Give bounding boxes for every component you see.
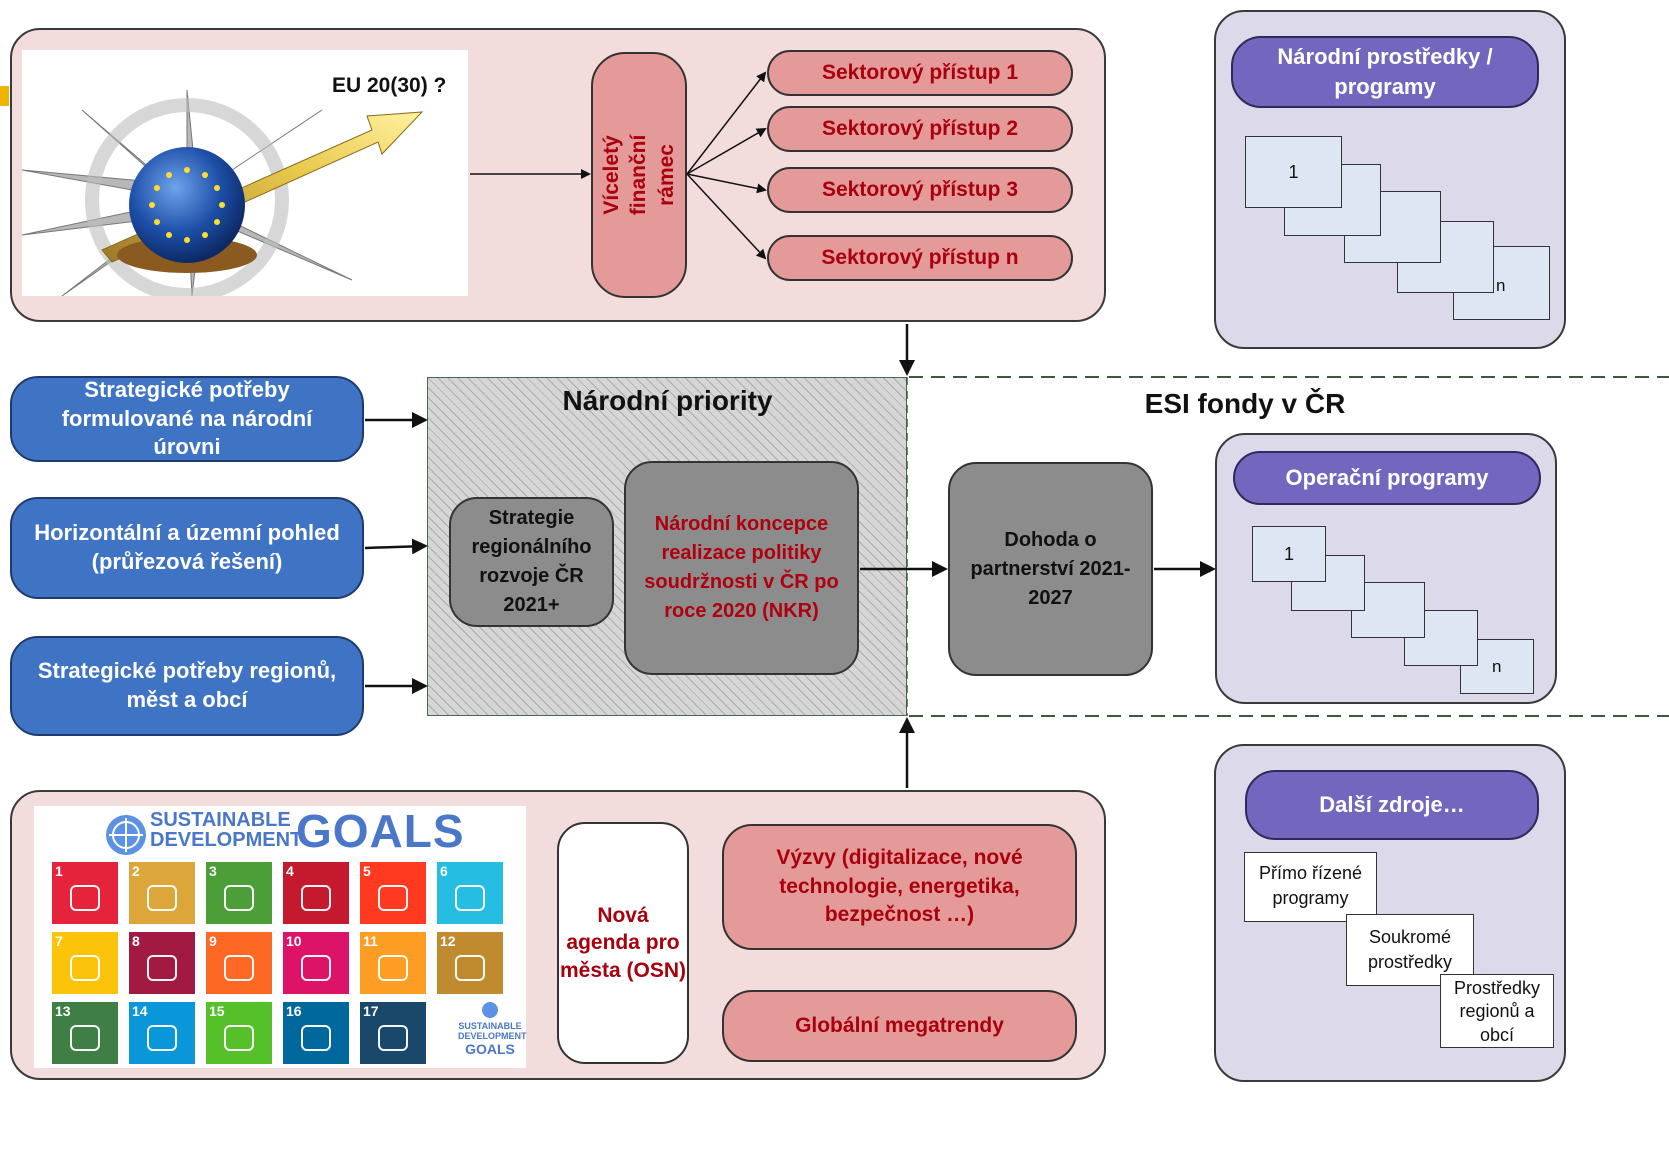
sdg-tile-8: 8 xyxy=(129,932,195,994)
sector-approach-2: Sektorový přístup 2 xyxy=(767,106,1073,152)
sdg-tile-number: 11 xyxy=(363,933,378,949)
sdg-title-line2: DEVELOPMENT xyxy=(150,829,303,851)
regional-development-strategy: Strategie regionálního rozvoje ČR 2021+ xyxy=(449,497,614,627)
sdg-title-line1: SUSTAINABLE xyxy=(150,809,291,831)
global-megatrends: Globální megatrendy xyxy=(722,990,1077,1062)
sdg-title-goals: GOALS xyxy=(296,805,465,857)
sdg-tile-number: 5 xyxy=(363,863,371,879)
national-cohesion-concept: Národní koncepce realizace politiky soud… xyxy=(624,461,859,675)
sdg-logo-tile: SUSTAINABLE DEVELOPMENT GOALS xyxy=(458,1001,527,1065)
sdg-tile-number: 17 xyxy=(363,1003,379,1019)
op-card-number-last: n xyxy=(1492,657,1502,676)
card-number: 1 xyxy=(1288,161,1299,182)
sdg-tile-12: 12 xyxy=(437,932,503,994)
partnership-agreement: Dohoda o partnerství 2021-2027 xyxy=(948,462,1153,676)
sdg-tile-icon xyxy=(301,954,331,981)
new-urban-agenda-label: Nová agenda pro města (OSN) xyxy=(559,904,687,982)
sdg-tile-icon xyxy=(455,884,485,911)
un-small-icon xyxy=(482,1002,498,1018)
sdg-tile-1: 1 xyxy=(52,862,118,924)
arrow-input-2 xyxy=(364,538,428,555)
mff-label: Víceletý finanční rámec xyxy=(600,134,678,216)
sdg-tile-number: 9 xyxy=(209,933,217,949)
other-sources-title: Další zdroje… xyxy=(1245,770,1539,840)
sdg-tile-number: 4 xyxy=(286,863,294,879)
sdg-tile-16: 16 xyxy=(283,1002,349,1064)
sdg-tile-4: 4 xyxy=(283,862,349,924)
sdg-tile-number: 15 xyxy=(209,1003,225,1019)
sdg-tile-icon xyxy=(224,954,254,981)
sdg-tile-icon xyxy=(147,954,177,981)
new-urban-agenda: Nová agenda pro města (OSN) xyxy=(557,822,689,1064)
sdg-tile-icon xyxy=(378,884,408,911)
sdg-tile-number: 16 xyxy=(286,1003,302,1019)
sdg-tile-icon xyxy=(378,954,408,981)
sdg-tile-icon xyxy=(147,1024,177,1051)
sdg-logo-line2: DEVELOPMENT xyxy=(458,1030,527,1041)
sdg-tile-number: 13 xyxy=(55,1003,71,1019)
sdg-tile-icon xyxy=(147,884,177,911)
sector-approach-1: Sektorový přístup 1 xyxy=(767,50,1073,96)
sdg-tile-7: 7 xyxy=(52,932,118,994)
sdg-tile-number: 14 xyxy=(132,1003,148,1019)
edge-marker xyxy=(0,86,9,106)
national-strategic-needs: Strategické potřeby formulované na národ… xyxy=(10,376,364,462)
horizontal-territorial-view: Horizontální a územní pohled (průřezová … xyxy=(10,497,364,599)
sdg-tile-15: 15 xyxy=(206,1002,272,1064)
sdg-logo-line3: GOALS xyxy=(465,1040,515,1057)
sdg-tile-icon xyxy=(378,1024,408,1051)
sdg-tile-icon xyxy=(455,954,485,981)
sdg-tile-11: 11 xyxy=(360,932,426,994)
sdg-tile-14: 14 xyxy=(129,1002,195,1064)
sdg-tile-13: 13 xyxy=(52,1002,118,1064)
sdg-tile-icon xyxy=(70,1024,100,1051)
national-program-card-first: 1 xyxy=(1245,136,1342,208)
sdg-tile-number: 1 xyxy=(55,863,63,879)
sdg-tile-number: 3 xyxy=(209,863,217,879)
sdg-tile-number: 12 xyxy=(440,933,456,949)
sdg-tile-number: 8 xyxy=(132,933,140,949)
sdg-tile-number: 6 xyxy=(440,863,448,879)
op-card xyxy=(1460,639,1534,694)
sector-approach-n: Sektorový přístup n xyxy=(767,235,1073,281)
card-number: 1 xyxy=(1283,543,1294,564)
sdg-tile-10: 10 xyxy=(283,932,349,994)
sdg-tile-number: 2 xyxy=(132,863,140,879)
sdg-tile-9: 9 xyxy=(206,932,272,994)
sdg-tile-number: 7 xyxy=(55,933,63,949)
sdg-tile-icon xyxy=(70,884,100,911)
directly-managed-programmes: Přímo řízené programy xyxy=(1244,852,1377,922)
esi-funds-title: ESI fondy v ČR xyxy=(1144,388,1346,419)
operational-programmes-title: Operační programy xyxy=(1233,451,1541,505)
sdg-tile-5: 5 xyxy=(360,862,426,924)
regional-municipal-funds: Prostředky regionů a obcí xyxy=(1440,974,1554,1048)
op-card-first: 1 xyxy=(1252,526,1326,582)
national-priorities-title: Národní priority xyxy=(562,385,773,416)
regional-strategic-needs: Strategické potřeby regionů, měst a obcí xyxy=(10,636,364,736)
un-emblem-icon xyxy=(106,815,146,855)
sector-approach-3: Sektorový přístup 3 xyxy=(767,167,1073,213)
compass-icon xyxy=(22,89,424,296)
sdg-tile-17: 17 xyxy=(360,1002,426,1064)
sdg-tile-icon xyxy=(301,884,331,911)
card-number-last: n xyxy=(1496,276,1506,295)
sdg-tile-2: 2 xyxy=(129,862,195,924)
eu-compass-image: EU 20(30) ? xyxy=(22,50,468,296)
multiannual-financial-framework: Víceletý finanční rámec xyxy=(591,52,687,298)
sdg-tile-6: 6 xyxy=(437,862,503,924)
sdg-tile-icon xyxy=(224,1024,254,1051)
sdg-logo-line1: SUSTAINABLE xyxy=(458,1020,522,1031)
sdg-tile-icon xyxy=(70,954,100,981)
sdg-tile-icon xyxy=(224,884,254,911)
challenges-box: Výzvy (digitalizace, nové technologie, e… xyxy=(722,824,1077,950)
sdg-tile-3: 3 xyxy=(206,862,272,924)
sdg-tile-icon xyxy=(301,1024,331,1051)
sdg-tile-number: 10 xyxy=(286,933,302,949)
national-funds-title: Národní prostředky / programy xyxy=(1231,36,1539,108)
eu-label: EU 20(30) ? xyxy=(332,74,447,97)
